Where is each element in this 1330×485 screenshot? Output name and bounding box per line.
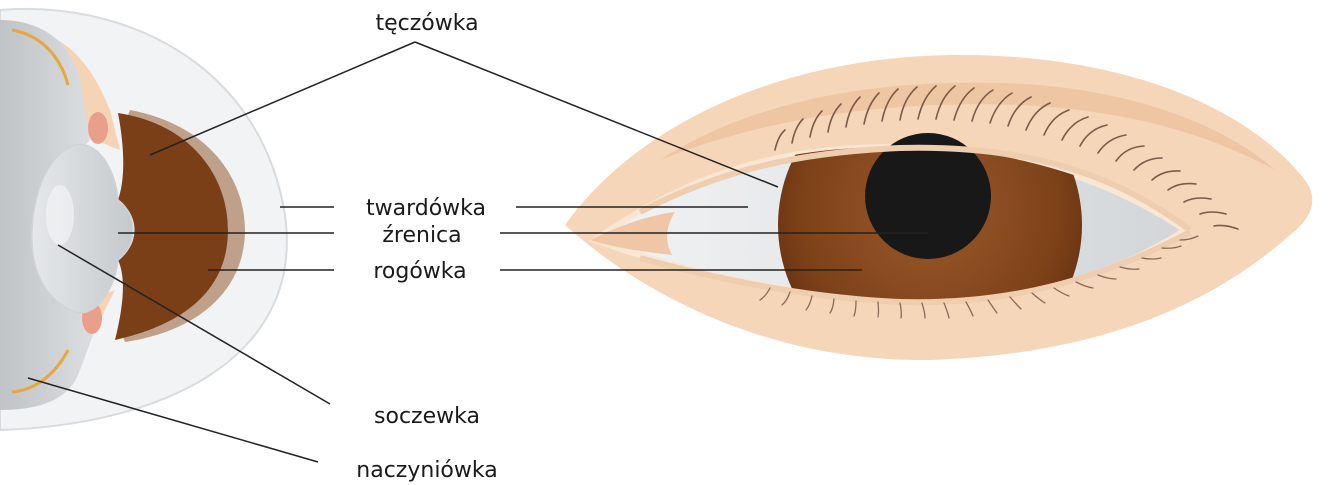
label-lens: soczewka <box>374 404 480 429</box>
lens-highlight <box>46 185 74 245</box>
label-cornea: rogówka <box>373 259 466 284</box>
labels: tęczówka twardówka źrenica rogówka socze… <box>356 11 497 483</box>
eye-front-view <box>565 55 1312 377</box>
eye-cross-section <box>0 9 287 430</box>
ciliary-top <box>88 112 108 144</box>
label-sclera: twardówka <box>366 196 486 221</box>
label-pupil: źrenica <box>382 223 461 248</box>
label-iris: tęczówka <box>375 11 478 36</box>
label-choroid: naczyniówka <box>356 458 497 483</box>
